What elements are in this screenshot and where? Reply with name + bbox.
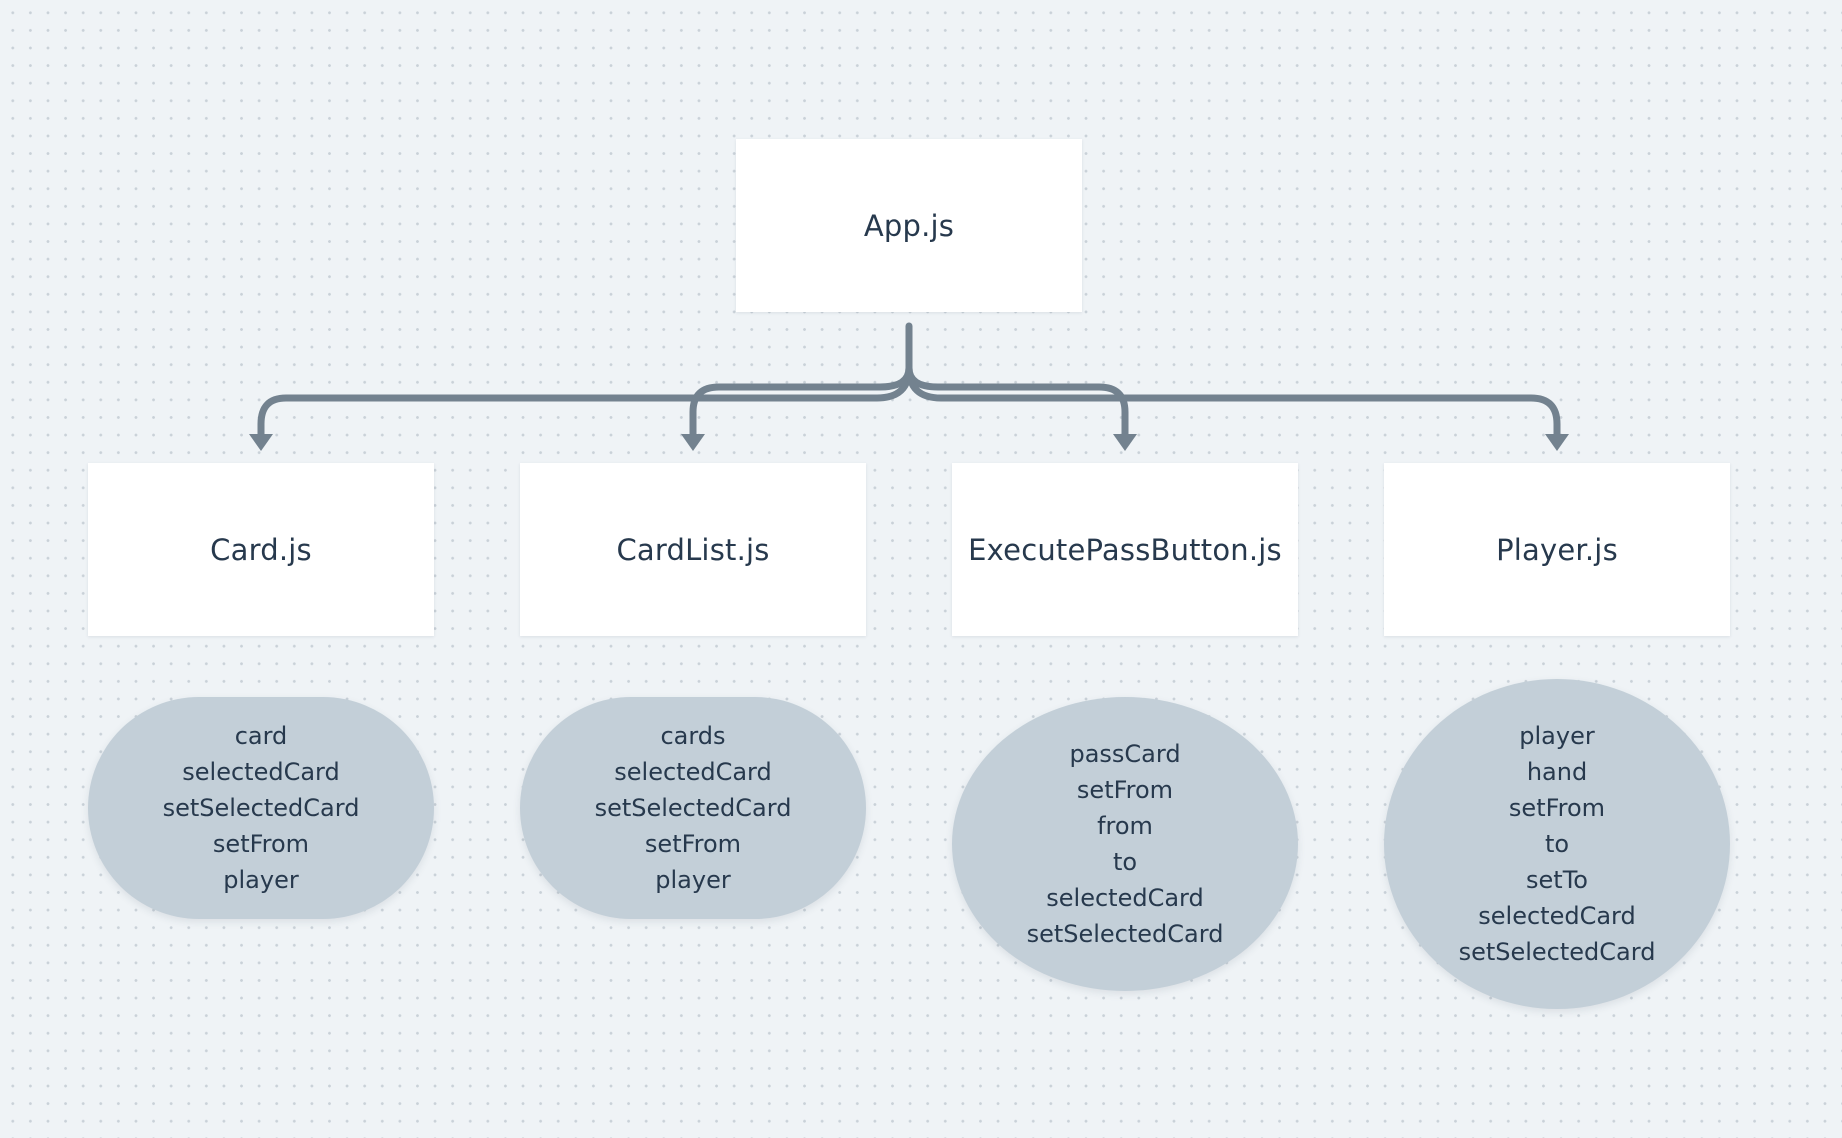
arrowhead-card [249, 434, 273, 451]
child-node-label: Player.js [1496, 532, 1618, 567]
root-node-app: App.js [736, 139, 1082, 312]
props-bubble-executepassbutton: passCard setFrom from to selectedCard se… [952, 697, 1298, 991]
prop-item: selectedCard [1046, 884, 1204, 912]
child-node-label: ExecutePassButton.js [968, 532, 1282, 567]
connector-to-executepassbutton [905, 364, 1129, 441]
props-bubble-cardlist: cards selectedCard setSelectedCard setFr… [520, 697, 866, 919]
props-bubble-card: card selectedCard setSelectedCard setFro… [88, 697, 434, 919]
prop-item: setFrom [212, 830, 310, 858]
child-node-executepassbutton: ExecutePassButton.js [952, 463, 1298, 636]
prop-item: hand [1526, 758, 1588, 786]
prop-item: player [655, 866, 731, 894]
connector-to-cardlist [689, 364, 913, 441]
connector-to-card [257, 364, 913, 441]
prop-item: selectedCard [614, 758, 772, 786]
prop-item: setSelectedCard [1458, 938, 1656, 966]
prop-item: cards [660, 722, 726, 750]
child-node-label: CardList.js [616, 532, 770, 567]
root-node-label: App.js [863, 208, 955, 243]
child-node-label: Card.js [210, 532, 312, 567]
prop-item: setFrom [1508, 794, 1606, 822]
prop-item: setFrom [1076, 776, 1174, 804]
props-bubble-player: player hand setFrom to setTo selectedCar… [1384, 679, 1730, 1009]
props-list: player hand setFrom to setTo selectedCar… [1459, 718, 1656, 970]
prop-item: setSelectedCard [594, 794, 792, 822]
prop-item: to [1544, 830, 1570, 858]
prop-item: selectedCard [1478, 902, 1636, 930]
prop-item: setTo [1526, 866, 1588, 894]
props-list: card selectedCard setSelectedCard setFro… [163, 718, 360, 898]
arrowhead-executepassbutton [1113, 434, 1137, 451]
arrowhead-cardlist [681, 434, 705, 451]
prop-item: from [1097, 812, 1153, 840]
prop-item: player [223, 866, 299, 894]
child-node-player: Player.js [1384, 463, 1730, 636]
props-list: cards selectedCard setSelectedCard setFr… [595, 718, 792, 898]
prop-item: card [234, 722, 288, 750]
prop-item: setSelectedCard [162, 794, 360, 822]
child-node-cardlist: CardList.js [520, 463, 866, 636]
prop-item: to [1112, 848, 1138, 876]
prop-item: setFrom [644, 830, 742, 858]
prop-item: setSelectedCard [1026, 920, 1224, 948]
child-node-card: Card.js [88, 463, 434, 636]
prop-item: selectedCard [182, 758, 340, 786]
prop-item: passCard [1069, 740, 1181, 768]
prop-item: player [1519, 722, 1595, 750]
connector-to-player [905, 364, 1561, 441]
props-list: passCard setFrom from to selectedCard se… [1027, 736, 1224, 952]
arrowhead-player [1545, 434, 1569, 451]
